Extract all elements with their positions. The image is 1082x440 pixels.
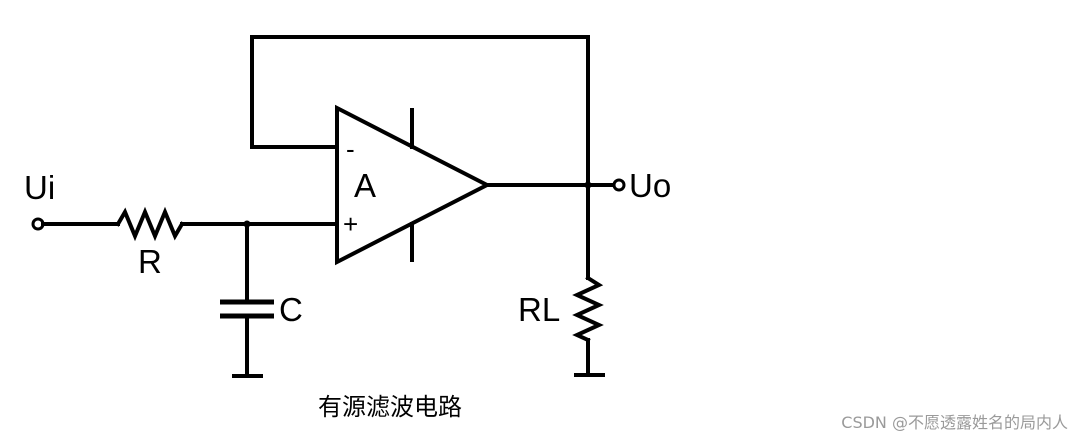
label-uo: Uo: [629, 167, 671, 204]
diagram-caption: 有源滤波电路: [318, 393, 462, 421]
resistor-rl: [572, 275, 604, 343]
resistor-r: [115, 206, 185, 242]
label-plus: +: [343, 209, 358, 239]
label-ui: Ui: [24, 169, 55, 206]
label-minus: -: [346, 134, 355, 164]
output-terminal: [612, 178, 626, 192]
watermark: CSDN @不愿透露姓名的局内人: [841, 413, 1068, 432]
label-r: R: [138, 243, 162, 280]
feedback-wire: [250, 35, 590, 187]
label-rl: RL: [518, 291, 560, 328]
label-c: C: [279, 291, 303, 328]
label-a: A: [354, 167, 376, 204]
